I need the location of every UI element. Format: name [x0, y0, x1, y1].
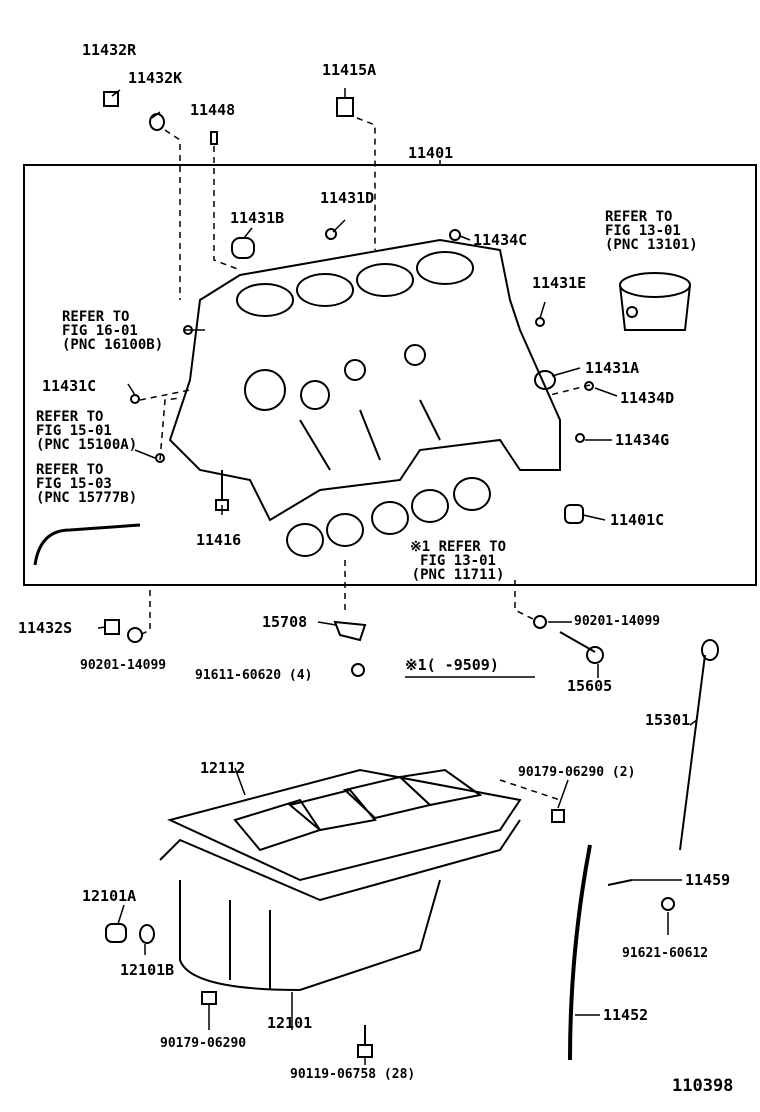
label-90201-right: 90201-14099 — [574, 614, 661, 629]
label-11431B: 11431B — [230, 209, 285, 227]
tube-drawing — [33, 523, 141, 566]
note-9509: ※1( -9509) — [405, 656, 499, 674]
group-box-11401 — [23, 164, 757, 586]
bearings-drawing — [286, 477, 491, 557]
oil-pan-drawing — [159, 768, 522, 992]
label-91621: 91621-60612 — [622, 946, 709, 961]
label-12101: 12101 — [267, 1014, 313, 1032]
label-11431C: 11431C — [42, 377, 97, 395]
label-11401C: 11401C — [610, 511, 665, 529]
piston-drawing — [619, 272, 691, 331]
label-11452: 11452 — [603, 1006, 649, 1024]
label-11415A: 11415A — [322, 61, 377, 79]
label-90201-left: 90201-14099 — [80, 658, 167, 673]
label-12112: 12112 — [200, 759, 246, 777]
label-12101A: 12101A — [82, 887, 137, 905]
label-11459: 11459 — [685, 871, 731, 889]
label-11432K: 11432K — [128, 69, 183, 87]
label-11431A: 11431A — [585, 359, 640, 377]
cylinder-block-drawing — [168, 238, 561, 522]
label-11401: 11401 — [408, 144, 454, 162]
label-15605: 15605 — [567, 677, 613, 695]
label-11434D: 11434D — [620, 389, 675, 407]
label-90179: 90179-06290 — [160, 1036, 247, 1051]
label-11432R: 11432R — [82, 41, 137, 59]
label-11434C: 11434C — [473, 231, 528, 249]
label-15708: 15708 — [262, 613, 308, 631]
label-15301: 15301 — [645, 711, 691, 729]
label-11448: 11448 — [190, 101, 236, 119]
label-11431D: 11431D — [320, 189, 375, 207]
dipstick-guide-drawing — [568, 844, 592, 1061]
label-12101B: 12101B — [120, 961, 175, 979]
label-11431E: 11431E — [532, 274, 587, 292]
label-90119: 90119-06758 (28) — [290, 1067, 416, 1082]
label-90179-2: 90179-06290 (2) — [518, 765, 636, 780]
label-91611: 91611-60620 (4) — [195, 668, 313, 683]
label-11416: 11416 — [196, 531, 242, 549]
dipstick-drawing — [679, 654, 706, 851]
diagram-number: 110398 — [672, 1076, 734, 1096]
label-11432S: 11432S — [18, 619, 73, 637]
label-11434G: 11434G — [615, 431, 670, 449]
